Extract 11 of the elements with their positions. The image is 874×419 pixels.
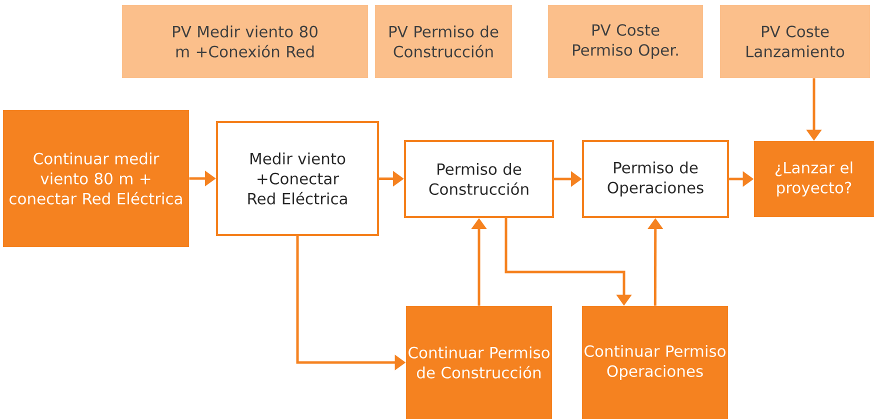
- process-box: Continuar medir viento 80 m + conectar Red Eléctrica: [3, 110, 189, 247]
- note-box: PV Permiso de Construcción: [375, 5, 512, 78]
- process-box: ¿Lanzar el proyecto?: [754, 141, 874, 217]
- note-box: PV Coste Lanzamiento: [720, 5, 870, 78]
- process-box: Permiso de Construcción: [404, 140, 554, 218]
- process-box: Medir viento +Conectar Red Eléctrica: [216, 121, 379, 236]
- process-box: Continuar Permiso de Construcción: [406, 306, 552, 419]
- process-box: Continuar Permiso Operaciones: [582, 306, 728, 419]
- note-box: PV Coste Permiso Oper.: [548, 5, 703, 78]
- note-box: PV Medir viento 80 m +Conexión Red: [122, 5, 368, 78]
- process-box: Permiso de Operaciones: [582, 140, 729, 218]
